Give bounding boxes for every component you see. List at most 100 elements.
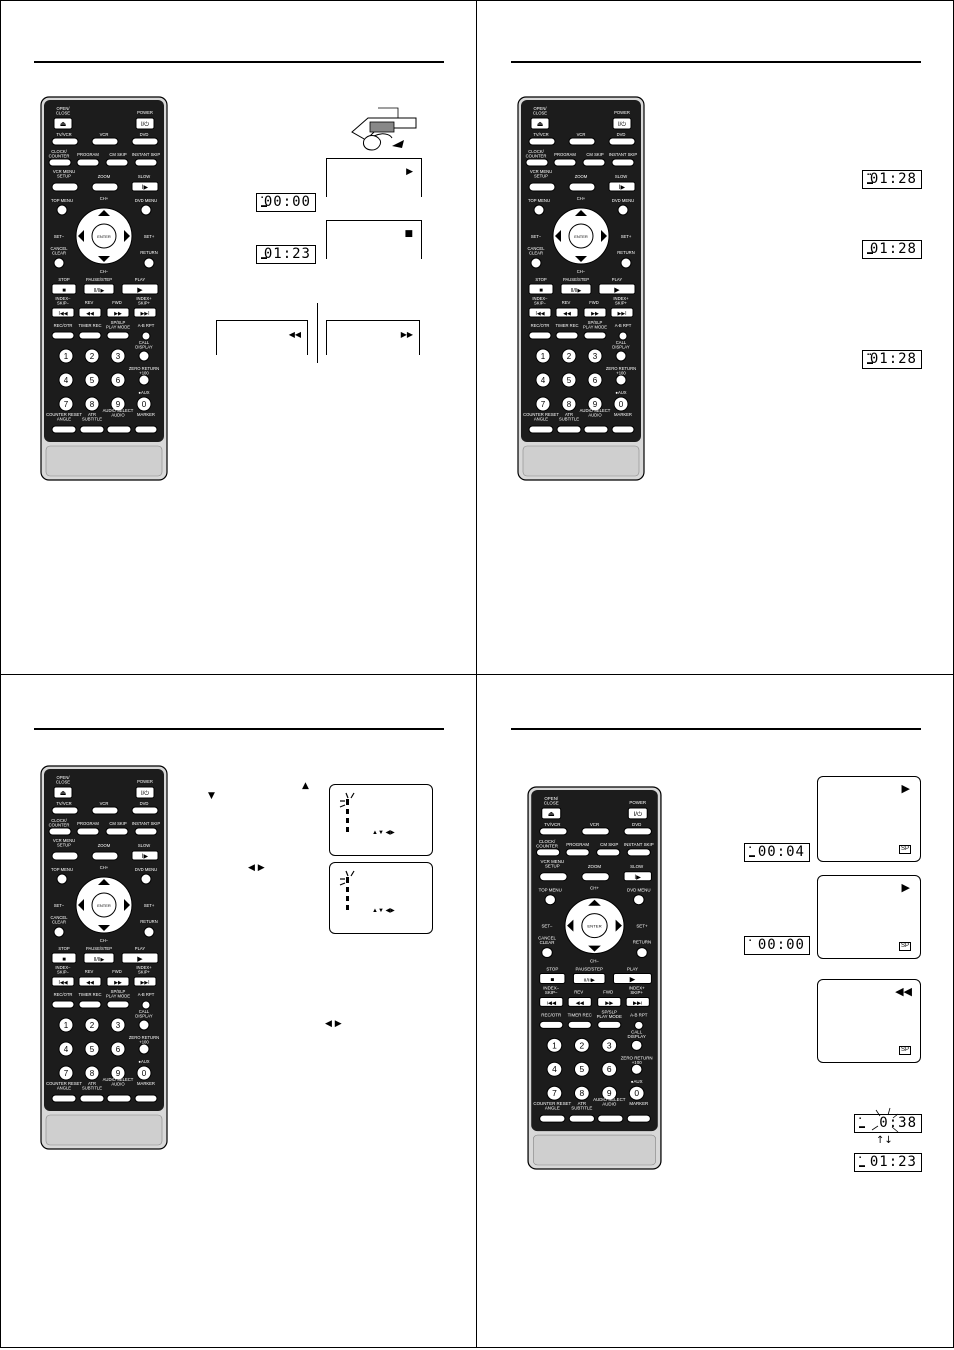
return-button bbox=[636, 947, 648, 959]
play-icon: ▶ bbox=[614, 287, 620, 294]
rev-button bbox=[555, 307, 579, 318]
menu-nav-hint: ▲▼ ◀▶ bbox=[372, 830, 395, 836]
dvd-menu-label: DVD MENU bbox=[135, 198, 157, 203]
clock-counter-label: CLOCK/ bbox=[51, 818, 67, 823]
counter-display: ▬ 01:28 bbox=[862, 240, 922, 259]
stop-label: STOP bbox=[535, 277, 547, 282]
cm-skip-label: CM SKIP bbox=[109, 821, 126, 826]
power-label: POWER bbox=[137, 110, 153, 115]
audio-select-label: AUDIO SELECT bbox=[103, 408, 134, 413]
open-close-label: CLOSE bbox=[544, 801, 559, 806]
power-icon: I/⏻ bbox=[618, 121, 626, 128]
audio-select-label: AUDIO bbox=[602, 1102, 617, 1107]
play-icon: ▶ bbox=[630, 976, 636, 984]
tv-screen: ▶ bbox=[326, 158, 422, 197]
open-close-label: OPEN/ bbox=[544, 796, 559, 801]
tape-speed-tag: SP bbox=[898, 845, 911, 854]
call-display-button bbox=[630, 1039, 643, 1051]
return-label: RETURN bbox=[633, 940, 651, 945]
left-arrow-icon bbox=[78, 230, 84, 242]
counter-display: ▪▬ 01:23 bbox=[854, 1153, 922, 1172]
a-b-rpt-label: A-B RPT bbox=[138, 992, 155, 997]
stop-icon: ■ bbox=[539, 288, 543, 294]
rec-otr-button bbox=[51, 1000, 75, 1009]
digit-button bbox=[84, 348, 100, 364]
clock-counter-button bbox=[525, 158, 549, 167]
up-arrow-icon bbox=[98, 879, 110, 885]
zero-return-label: ZERO RETURN bbox=[621, 1055, 653, 1060]
stop-label: STOP bbox=[58, 277, 70, 282]
right-arrow-icon bbox=[124, 230, 130, 242]
digit-label: 7 bbox=[64, 400, 69, 409]
pause-step-icon: II/II▶ bbox=[584, 978, 595, 984]
zero-return-button bbox=[630, 1063, 643, 1075]
index-skip-plus-label: SKIP+ bbox=[138, 301, 151, 306]
play-button bbox=[121, 952, 159, 964]
pause-step-icon: II/II▶ bbox=[94, 957, 105, 963]
marker-button bbox=[611, 425, 635, 434]
digit-button bbox=[601, 1037, 618, 1053]
audio-button bbox=[583, 425, 609, 434]
remote-base bbox=[522, 445, 640, 477]
marker-button bbox=[134, 425, 158, 434]
set-plus-label: SET+ bbox=[144, 903, 155, 908]
cancel-clear-label: CANCEL bbox=[51, 915, 69, 920]
return-label: RETURN bbox=[140, 919, 157, 924]
zoom-label: ZOOM bbox=[98, 843, 111, 848]
play-mode-label: SP/SLP bbox=[602, 1010, 618, 1015]
digit-button bbox=[561, 396, 577, 412]
cancel-clear-label: CLEAR bbox=[52, 251, 66, 256]
rewind-icon: ◀◀ bbox=[563, 311, 571, 317]
fast-forward-icon: ▶▶ bbox=[605, 1001, 613, 1007]
cancel-clear-label: CLEAR bbox=[52, 920, 66, 925]
counter-reset-angle-label: ANGLE bbox=[57, 417, 71, 422]
fwd-label: FWD bbox=[112, 969, 122, 974]
digit-label: 2 bbox=[90, 352, 95, 361]
audio-button bbox=[597, 1114, 624, 1123]
cancel-clear-label: CANCEL bbox=[538, 936, 557, 941]
instant-skip-button bbox=[134, 827, 158, 836]
open-close-button bbox=[530, 117, 550, 130]
dvd-button bbox=[623, 827, 652, 836]
marker-label: MARKER bbox=[614, 412, 632, 417]
power-label: POWER bbox=[614, 110, 630, 115]
fwd-label: FWD bbox=[112, 300, 122, 305]
marker-label: MARKER bbox=[137, 1081, 155, 1086]
stop-button bbox=[528, 283, 554, 295]
timer-rec-label: TIMER REC bbox=[78, 323, 101, 328]
call-display-label: CALL bbox=[616, 340, 627, 345]
ch-down-label: CH− bbox=[577, 269, 586, 274]
vcr-menu-setup-label: VCR MENU bbox=[53, 169, 75, 174]
power-button bbox=[627, 807, 648, 820]
top-menu-button bbox=[544, 894, 557, 906]
rev-label: REV bbox=[85, 300, 94, 305]
clock-counter-label: CLOCK/ bbox=[51, 149, 67, 154]
digit-button bbox=[58, 348, 74, 364]
tv-vcr-label: TV/VCR bbox=[56, 801, 71, 806]
timer-rec-label: TIMER REC bbox=[555, 323, 578, 328]
stop-button bbox=[51, 952, 77, 964]
vcr-menu-setup-label: SETUP bbox=[534, 174, 548, 179]
digit-button bbox=[110, 372, 126, 388]
open-close-label: CLOSE bbox=[533, 111, 547, 116]
digit-label: 8 bbox=[90, 1069, 95, 1078]
enter-button bbox=[91, 223, 117, 249]
zoom-button bbox=[91, 182, 119, 192]
digit-label: 9 bbox=[116, 400, 121, 409]
digit-label: 0 bbox=[142, 1069, 147, 1078]
play-mode-label: PLAY MODE bbox=[583, 325, 607, 330]
instant-skip-label: INSTANT SKIP bbox=[624, 842, 654, 847]
pause-step-button bbox=[572, 973, 606, 984]
zoom-label: ZOOM bbox=[98, 174, 111, 179]
digit-label: 1 bbox=[64, 1021, 69, 1030]
clock-counter-label: COUNTER bbox=[536, 843, 558, 848]
counter-value: 01:23 bbox=[263, 246, 311, 262]
cancel-clear-button bbox=[541, 947, 553, 959]
vcr-button bbox=[581, 827, 610, 836]
audio-select-label: AUDIO bbox=[588, 413, 602, 418]
down-arrow-icon bbox=[588, 945, 601, 952]
digit-label: 2 bbox=[567, 352, 572, 361]
ch-up-label: CH+ bbox=[100, 865, 109, 870]
fast-forward-icon: ▶▶ bbox=[114, 311, 122, 317]
counter-reset-angle-label: COUNTER RESET bbox=[46, 1081, 82, 1086]
